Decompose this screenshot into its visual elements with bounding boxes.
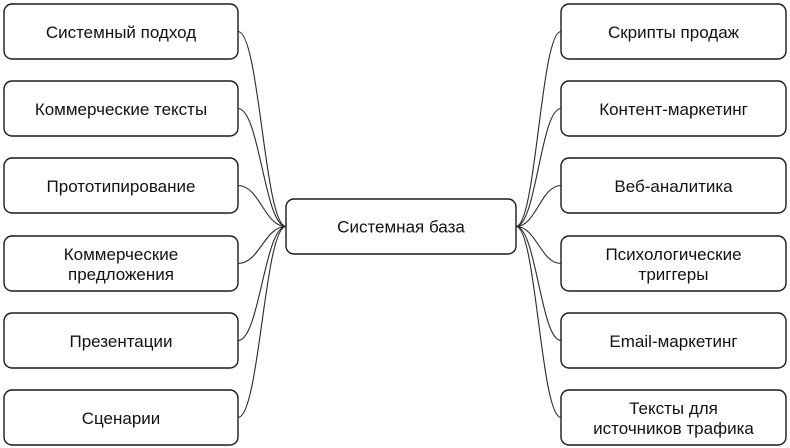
left-node-1-label-line-1: Системный подход <box>46 23 196 42</box>
right-node-4-label-line-2: триггеры <box>639 265 709 284</box>
left-connector-1 <box>237 30 287 228</box>
right-node-1-label-line-1: Скрипты продаж <box>608 23 740 42</box>
left-node-2-label-line-1: Коммерческие тексты <box>35 100 207 119</box>
right-connector-1 <box>515 30 562 228</box>
left-connector-3 <box>237 184 287 228</box>
left-node-3-label-line-1: Прототипирование <box>47 177 196 196</box>
right-node-2: Контент-маркетинг <box>560 80 787 137</box>
left-node-6: Сценарии <box>3 389 239 446</box>
left-node-5-label-line-1: Презентации <box>70 332 173 351</box>
right-node-3: Веб-аналитика <box>560 157 787 214</box>
left-node-2: Коммерческие тексты <box>3 80 239 137</box>
right-branch-nodes: Скрипты продажКонтент-маркетингВеб-анали… <box>560 3 787 446</box>
right-node-3-label-line-1: Веб-аналитика <box>614 177 733 196</box>
right-connector-4 <box>515 225 562 265</box>
center-node-label: Системная база <box>337 218 465 237</box>
left-node-4-label-line-2: предложения <box>68 265 174 284</box>
right-node-1: Скрипты продаж <box>560 3 787 60</box>
left-node-5: Презентации <box>3 312 239 369</box>
right-node-5-label-line-1: Email-маркетинг <box>609 332 737 351</box>
left-node-4-label-line-1: Коммерческие <box>64 245 178 264</box>
left-node-1: Системный подход <box>3 3 239 60</box>
right-connector-5 <box>515 225 562 342</box>
right-connector-3 <box>515 184 562 228</box>
right-connector-6 <box>515 225 562 419</box>
right-node-5: Email-маркетинг <box>560 312 787 369</box>
right-node-2-label-line-1: Контент-маркетинг <box>599 100 748 119</box>
left-connector-2 <box>237 107 287 228</box>
left-connector-4 <box>237 225 287 265</box>
right-node-6-label-line-2: источников трафика <box>593 419 754 438</box>
right-node-6-label-line-1: Тексты для <box>629 399 718 418</box>
left-node-6-label-line-1: Сценарии <box>82 409 161 428</box>
left-connector-6 <box>237 225 287 419</box>
connectors <box>237 30 562 419</box>
left-connector-5 <box>237 225 287 342</box>
right-node-4-label-line-1: Психологические <box>605 245 741 264</box>
left-node-3: Прототипирование <box>3 157 239 214</box>
right-connector-2 <box>515 107 562 228</box>
center-node: Системная база <box>285 198 517 255</box>
